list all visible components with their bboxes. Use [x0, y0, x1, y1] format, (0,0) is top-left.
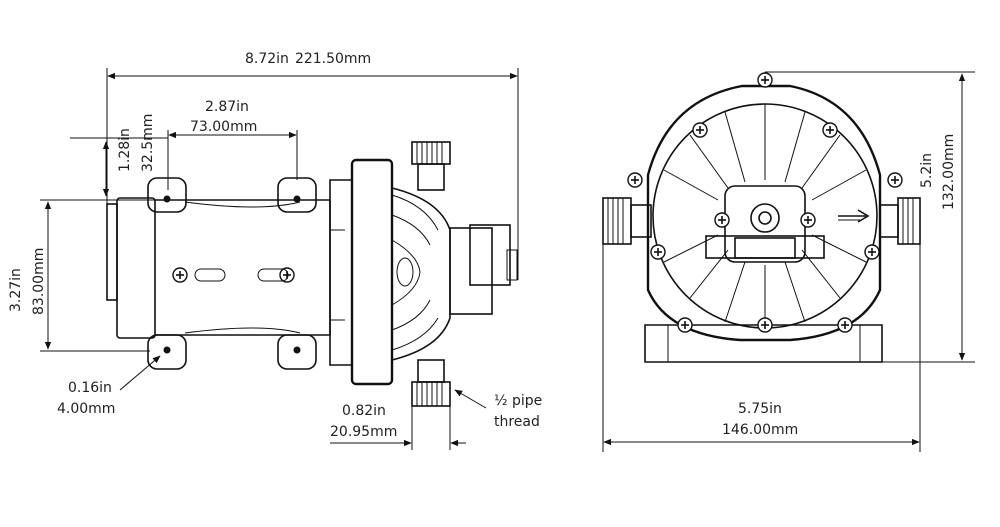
front-view: 5.75in 146.00mm 5.2in 132.00mm [602, 71, 975, 452]
front-width-imperial: 5.75in [738, 401, 782, 417]
mount-spacing-metric: 73.00mm [190, 119, 257, 135]
overall-length-dimension: 8.72in 221.50mm [106, 51, 519, 300]
mount-spacing-dimension: 2.87in 73.00mm [167, 99, 298, 190]
front-width-dimension: 5.75in 146.00mm [602, 210, 921, 452]
front-width-metric: 146.00mm [722, 422, 798, 438]
overall-length-imperial: 8.72in [245, 51, 289, 67]
thread-note-line1: ½ pipe [494, 393, 542, 409]
front-height-metric: 132.00mm [941, 134, 957, 210]
port-length-metric: 20.95mm [330, 424, 397, 440]
height-dimension: 3.27in 83.00mm [8, 199, 150, 352]
hole-diameter-imperial: 0.16in [68, 380, 112, 396]
height-metric: 83.00mm [31, 248, 47, 315]
port-length-dimension: 0.82in 20.95mm [330, 403, 466, 450]
front-height-dimension: 5.2in 132.00mm [765, 71, 975, 363]
hole-diameter-metric: 4.00mm [57, 401, 115, 417]
front-height-imperial: 5.2in [919, 153, 935, 188]
thread-note-line2: thread [494, 414, 540, 430]
mount-spacing-imperial: 2.87in [205, 99, 249, 115]
mount-offset-metric: 32.5mm [140, 114, 156, 172]
mount-offset-imperial: 1.28in [117, 128, 133, 172]
mount-offset-dimension: 1.28in 32.5mm [70, 114, 168, 201]
hole-diameter-callout: 0.16in 4.00mm [57, 355, 161, 417]
thread-callout: ½ pipe thread [454, 389, 542, 430]
overall-length-metric: 221.50mm [295, 51, 371, 67]
side-view: 8.72in 221.50mm 2.87in 73.00mm 1.28in 32.… [8, 51, 542, 450]
port-length-imperial: 0.82in [342, 403, 386, 419]
height-imperial: 3.27in [8, 268, 24, 312]
